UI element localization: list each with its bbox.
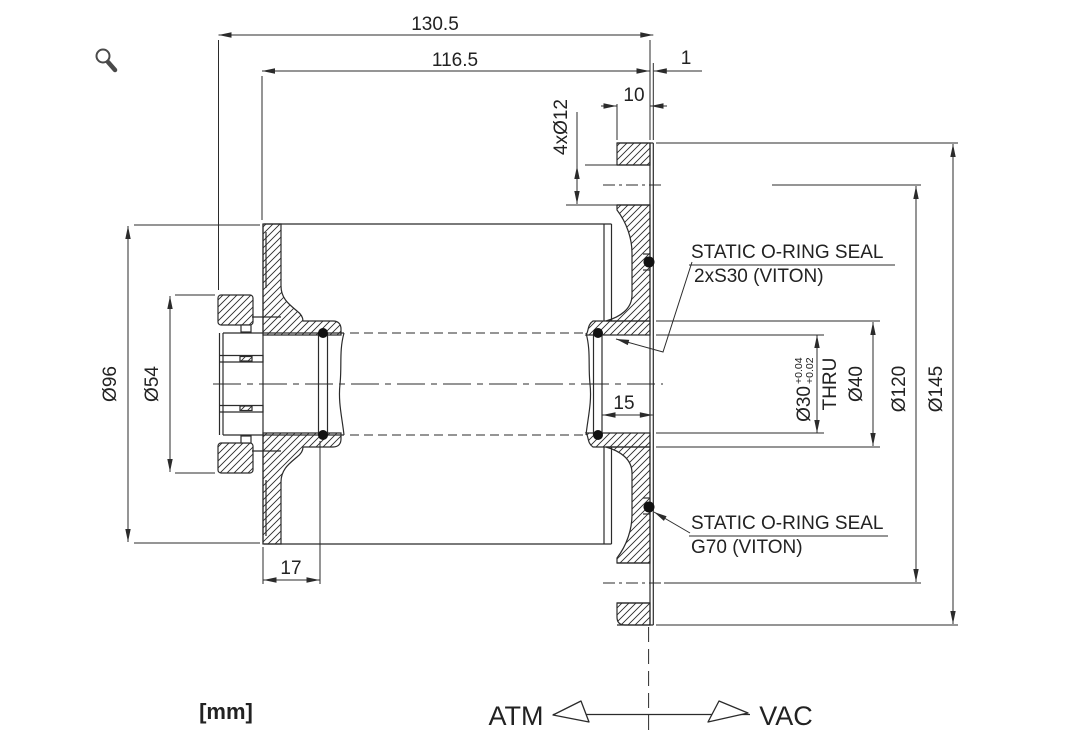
clamp-nut-bottom <box>217 442 254 474</box>
leader-g70 <box>653 511 691 534</box>
dimension-lines <box>125 32 956 624</box>
oring-s30-left-bottom <box>318 430 328 440</box>
center-and-hidden-lines <box>213 184 664 737</box>
flange-rim-bottom <box>616 602 651 626</box>
atm-label: ATM <box>489 701 544 731</box>
dim-bolt-pattern: 4xØ12 <box>551 99 572 155</box>
oring-s30-left-top <box>318 328 328 338</box>
dim-tube-od: Ø96 <box>100 366 121 402</box>
dim-bore-dia-group: Ø30 +0.04 +0.02 <box>793 357 816 422</box>
magnifier-icon[interactable] <box>95 48 118 73</box>
oring-s30-right-bottom <box>593 430 603 440</box>
oring-g70-bottom <box>643 501 655 513</box>
dim-body-length: 116.5 <box>432 50 478 71</box>
dim-bore-tol-upper: +0.04 <box>793 357 805 384</box>
flange-hub-top <box>605 204 651 322</box>
claw-block-top <box>239 355 253 362</box>
seal-g70-spec: G70 (VITON) <box>691 537 803 558</box>
vac-label: VAC <box>759 701 813 731</box>
left-plate-bottom <box>262 432 342 545</box>
flange-hub-bottom <box>605 446 651 564</box>
dim-bore-depth: 15 <box>613 393 634 414</box>
claw-block-bottom <box>239 405 253 412</box>
left-plate-top <box>262 223 342 336</box>
oring-seals <box>318 256 655 513</box>
oring-s30-right-top <box>593 328 603 338</box>
seal-s30-spec: 2xS30 (VITON) <box>694 266 824 287</box>
flow-direction-symbol <box>552 700 750 723</box>
dim-counterbore-dia: Ø40 <box>846 366 867 402</box>
atm-arrow <box>552 700 590 723</box>
callout-leaders <box>615 261 895 537</box>
dim-bore-tol-lower: +0.02 <box>804 357 816 384</box>
vac-arrow <box>707 700 749 723</box>
units-note: [mm] <box>199 699 253 724</box>
dim-nut-depth: 17 <box>280 558 301 579</box>
dimension-texts: 130.5 116.5 1 10 4xØ12 Ø96 Ø54 17 15 Ø30… <box>100 14 947 579</box>
dim-nut-od: Ø54 <box>142 366 163 402</box>
dim-overall-length: 130.5 <box>411 14 459 35</box>
dim-flange-thickness: 10 <box>623 85 644 106</box>
dim-bolt-circle: Ø120 <box>889 366 910 412</box>
seal-g70-title: STATIC O-RING SEAL <box>691 513 884 534</box>
oring-g70-top <box>643 256 655 268</box>
leader-s30 <box>615 261 693 353</box>
dim-bore-note: THRU <box>820 358 841 411</box>
clamp-nut-top <box>217 294 254 326</box>
seal-s30-title: STATIC O-RING SEAL <box>691 242 884 263</box>
callout-texts: STATIC O-RING SEAL 2xS30 (VITON) STATIC … <box>691 242 884 558</box>
footer-texts: [mm] ATM VAC <box>199 699 813 731</box>
dim-flange-od: Ø145 <box>926 366 947 412</box>
dim-face-offset: 1 <box>681 48 692 69</box>
flange-rim-top <box>616 142 651 166</box>
extension-lines <box>134 40 958 626</box>
dim-bore-dia: Ø30 <box>794 386 815 422</box>
